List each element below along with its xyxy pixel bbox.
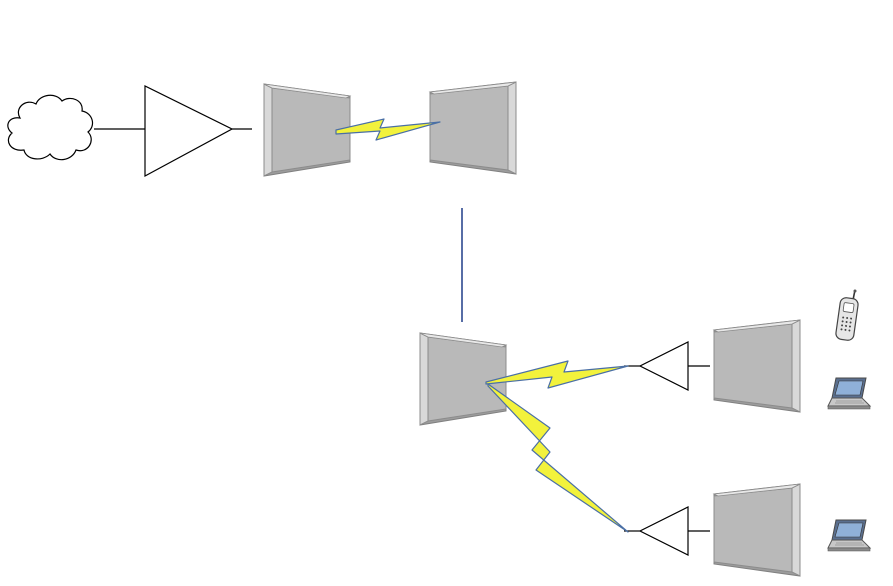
laptop-lower-icon (828, 520, 870, 551)
amplifier-upper-icon (640, 342, 688, 390)
wireless-link-top-icon (336, 119, 440, 140)
cloud-icon (8, 95, 93, 159)
panel-antenna-rx-icon (430, 82, 516, 174)
amplifier-lower-icon (640, 507, 688, 555)
amplifier-main-icon (145, 86, 232, 176)
laptop-upper-icon (828, 378, 870, 409)
mobile-phone-icon (835, 290, 859, 342)
panel-antenna-client-upper-icon (714, 320, 800, 412)
wireless-link-lower-icon (488, 384, 628, 532)
wireless-link-upper-icon (486, 361, 628, 388)
panel-antenna-client-lower-icon (714, 484, 800, 576)
panel-antenna-distribution-icon (420, 333, 506, 425)
